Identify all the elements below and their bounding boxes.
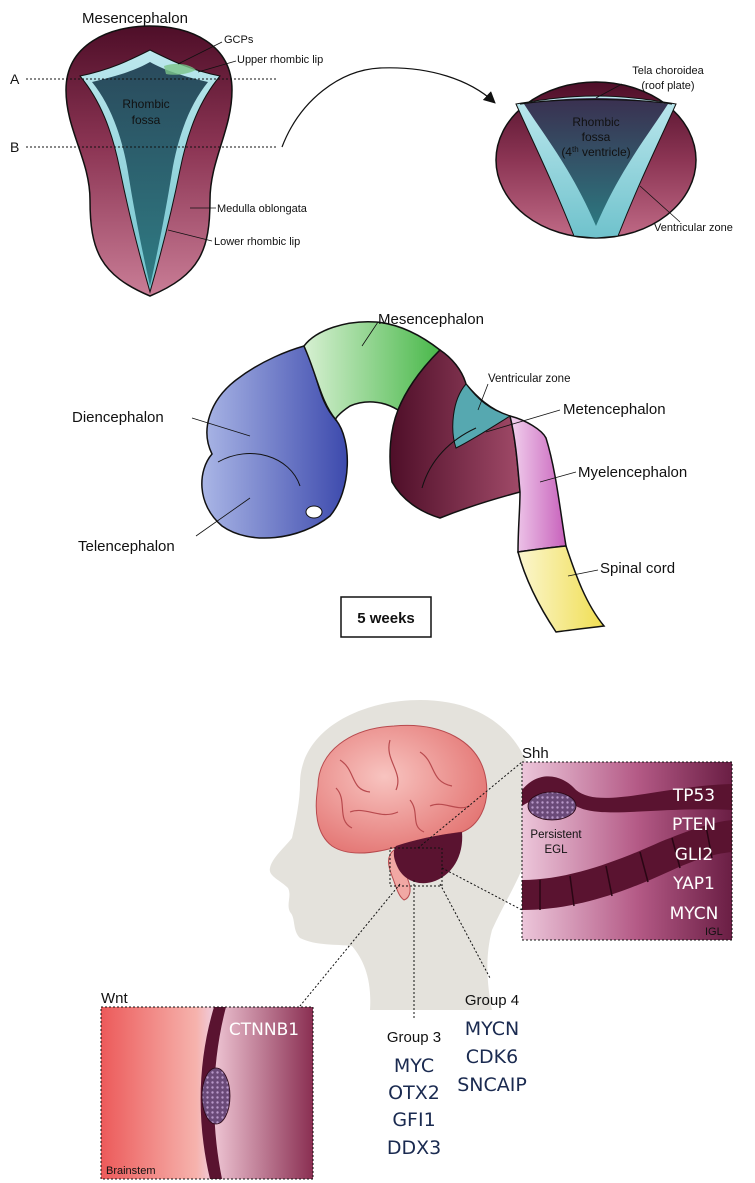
group3-title: Group 3 (387, 1029, 441, 1046)
wnt-title: Wnt (101, 990, 129, 1007)
label-fossa-2: fossa (132, 113, 161, 127)
label-ventricular-zone: Ventricular zone (488, 373, 570, 385)
label-tela-1: Tela choroidea (632, 65, 704, 77)
top-title-mesencephalon: Mesencephalon (82, 10, 188, 27)
group3-gene-2: OTX2 (388, 1082, 440, 1104)
label-upper-rhombic-lip: Upper rhombic lip (237, 54, 323, 66)
group4-gene-1: MYCN (465, 1018, 519, 1040)
label-gcps: GCPs (224, 34, 254, 46)
stage-label: 5 weeks (357, 610, 415, 627)
label-mesencephalon: Mesencephalon (378, 311, 484, 328)
label-section-fossa-3: (4th ventricle) (561, 145, 630, 160)
label-fossa-1: Rhombic (122, 97, 169, 111)
group3-gene-3: GFI1 (392, 1109, 435, 1131)
shh-egl-1: Persistent (530, 829, 582, 841)
spinal-cord-segment (518, 546, 604, 632)
shh-gene-2: PTEN (672, 815, 716, 835)
wnt-tumor-cells (202, 1068, 230, 1124)
shh-igl: IGL (705, 926, 723, 938)
shh-gene-4: YAP1 (672, 874, 715, 894)
label-myelencephalon: Myelencephalon (578, 464, 687, 481)
wnt-inset: Wnt CTNNB1 Brainstem (101, 990, 313, 1179)
label-diencephalon: Diencephalon (72, 409, 164, 426)
shh-gene-3: GLI2 (675, 845, 713, 865)
group3-gene-4: DDX3 (387, 1137, 441, 1159)
label-tela-2: (roof plate) (641, 80, 694, 92)
telencephalon-eye (306, 506, 322, 518)
shh-persistent-egl-cells (528, 792, 576, 820)
group4-title: Group 4 (465, 992, 519, 1009)
wnt-gene: CTNNB1 (229, 1020, 299, 1040)
shh-egl-2: EGL (544, 844, 568, 856)
embryo-brain-5-weeks: Mesencephalon Ventricular zone Metenceph… (72, 311, 687, 637)
label-medulla-oblongata: Medulla oblongata (217, 203, 308, 215)
shh-title: Shh (522, 745, 549, 762)
group3-gene-1: MYC (394, 1055, 434, 1077)
medulloblastoma-subgroups: Shh Persistent EGL IGL TP53 PTEN GLI2 YA… (101, 700, 732, 1179)
label-section-ventricular-zone: Ventricular zone (654, 222, 733, 234)
shh-gene-1: TP53 (672, 786, 715, 806)
label-section-a: A (10, 71, 20, 87)
label-telencephalon: Telencephalon (78, 538, 175, 555)
label-spinal-cord: Spinal cord (600, 560, 675, 577)
wnt-brainstem: Brainstem (106, 1165, 156, 1177)
shh-inset: Shh Persistent EGL IGL TP53 PTEN GLI2 YA… (522, 745, 732, 940)
group4-gene-2: CDK6 (466, 1046, 518, 1068)
label-section-fossa-2: fossa (582, 130, 611, 144)
label-lower-rhombic-lip: Lower rhombic lip (214, 236, 300, 248)
hindbrain-dorsal-view: Mesencephalon GCPs Upper rhombic lip Rho… (10, 10, 494, 296)
shh-gene-5: MYCN (670, 904, 719, 924)
label-metencephalon: Metencephalon (563, 401, 666, 418)
label-section-fossa-1: Rhombic (572, 115, 619, 129)
section-arrow (282, 68, 494, 147)
group4-gene-3: SNCAIP (457, 1074, 527, 1096)
label-section-b: B (10, 139, 19, 155)
hindbrain-cross-section: Tela choroidea (roof plate) Rhombic foss… (496, 65, 733, 238)
